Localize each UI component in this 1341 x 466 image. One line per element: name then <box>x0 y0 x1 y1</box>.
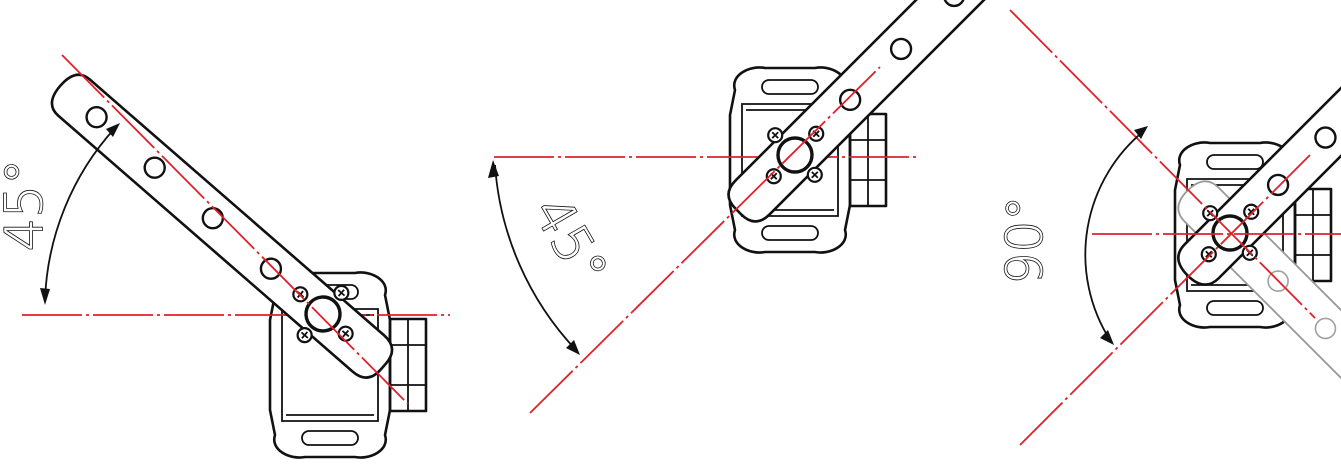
arc-arrowhead-top-1 <box>106 123 120 137</box>
arc-arrowhead-top-3 <box>1134 126 1148 139</box>
arm-centerline-3 <box>1019 154 1311 446</box>
angle-label-3: 90° <box>996 196 1054 285</box>
arc-arrowhead-top-2 <box>488 160 499 178</box>
servo-arm-1 <box>50 73 394 379</box>
servo-arm-2 <box>727 0 1052 223</box>
angle-label-1: 45° <box>0 159 55 251</box>
panel-2: 45° <box>488 0 1052 414</box>
angle-label-2: 45° <box>521 187 619 297</box>
angle-arc-2 <box>494 164 577 351</box>
arc-arrowhead-bottom-1 <box>40 288 50 305</box>
arm-centerline-ghost-3 <box>1009 9 1316 319</box>
arc-arrowhead-bottom-2 <box>566 340 580 355</box>
panel-3: 90° <box>995 9 1341 456</box>
angle-arc-1 <box>44 127 116 301</box>
panel-1: 45° <box>0 54 450 459</box>
arm-centerline-1 <box>61 54 409 405</box>
angle-arc-3 <box>1084 129 1146 341</box>
arc-arrowhead-bottom-3 <box>1100 330 1114 345</box>
arm-centerline-2 <box>529 66 881 414</box>
